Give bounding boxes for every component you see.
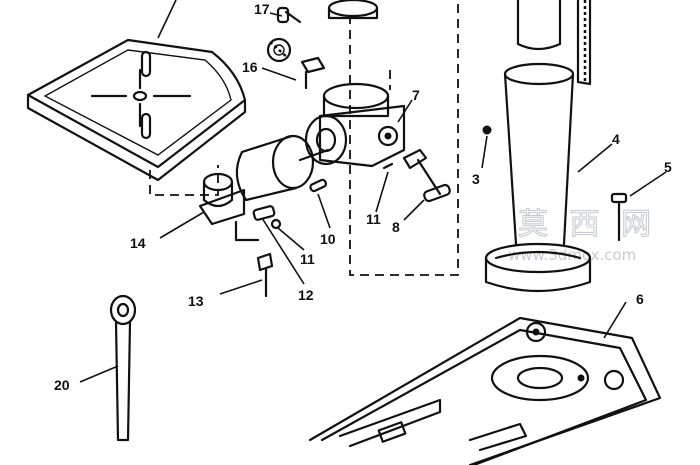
- callout-14: 14: [130, 235, 146, 251]
- part-5-bolt: [610, 192, 628, 242]
- callout-leaders: [79, 12, 667, 383]
- callout-6: 6: [636, 291, 644, 307]
- callout-3: 3: [472, 171, 480, 187]
- part-7-bracket: [304, 82, 406, 168]
- callout-4: 4: [612, 131, 620, 147]
- callout-8: 8: [392, 219, 400, 235]
- part-11-screws: [270, 162, 394, 230]
- part-14-table-arm: [198, 172, 260, 242]
- part-6-base: [308, 316, 662, 465]
- part-4-column: [484, 62, 592, 293]
- rack: [576, 0, 592, 86]
- callout-11-left: 11: [300, 251, 315, 267]
- assembly-dashed-lines: [149, 0, 459, 276]
- part-8-crank-handle: [402, 148, 451, 203]
- callout-13: 13: [188, 293, 204, 309]
- part-16-lock-screw: [300, 56, 326, 90]
- callout-10: 10: [320, 231, 336, 247]
- callout-7: 7: [412, 87, 420, 103]
- part-17-gear: [266, 6, 302, 63]
- callout-5: 5: [664, 159, 672, 175]
- part-10-pin: [309, 178, 328, 193]
- part-12-bolt: [252, 205, 276, 221]
- callout-12: 12: [298, 287, 314, 303]
- watermark: 莫 西 网 www.3dmox.com: [508, 206, 657, 264]
- callout-17: 17: [254, 1, 270, 17]
- callout-labels: 17 16 7 3 4 5 6 11 8 10 11 12 13 14 20: [54, 1, 672, 393]
- column-top-tube: [516, 0, 562, 51]
- top-collar: [327, 0, 379, 20]
- callout-20: 20: [54, 377, 70, 393]
- part-13-clamp-bolt: [256, 252, 274, 298]
- table-arm-tube: [235, 134, 330, 202]
- callout-11-right: 11: [366, 211, 381, 227]
- worktable: [26, 0, 247, 182]
- part-20-wrench: [109, 294, 137, 442]
- watermark-text: 莫 西 网: [518, 207, 657, 242]
- callout-16: 16: [242, 59, 258, 75]
- part-3-set-screw: [482, 125, 492, 135]
